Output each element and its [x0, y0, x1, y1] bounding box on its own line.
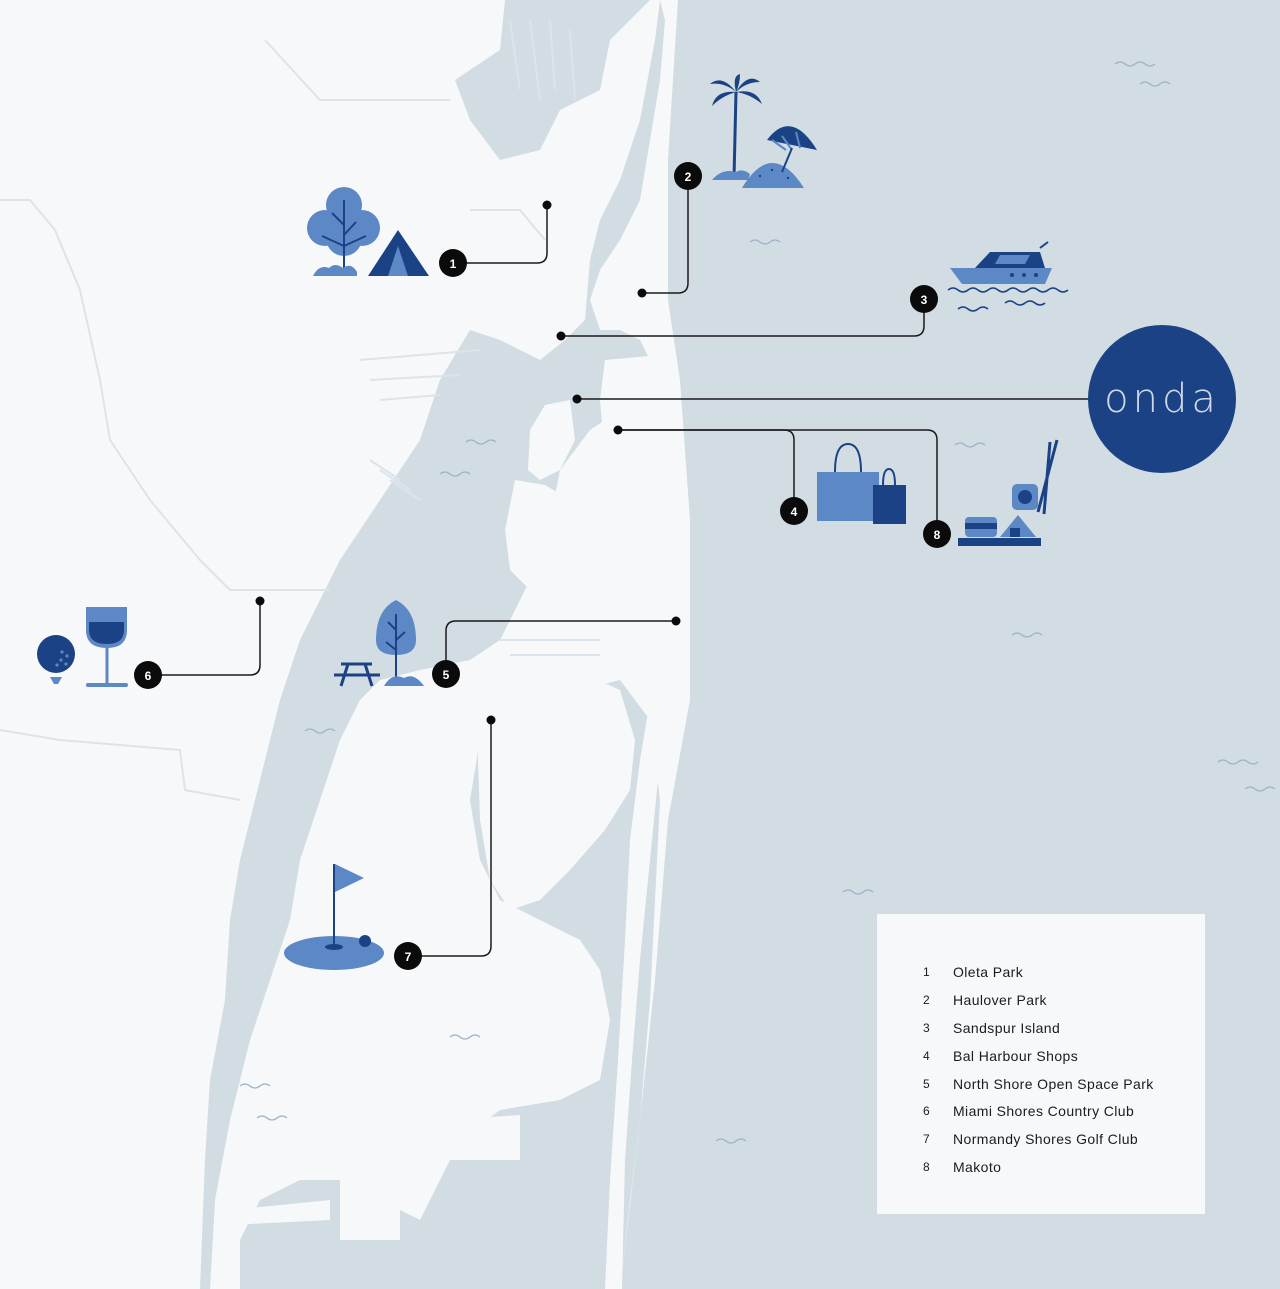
connector-1 [453, 205, 548, 264]
streets [0, 19, 600, 801]
legend-item[interactable]: 5 North Shore Open Space Park [923, 1070, 1205, 1098]
svg-text:2: 2 [685, 170, 692, 184]
svg-text:6: 6 [145, 669, 152, 683]
legend-number: 7 [923, 1132, 931, 1147]
bay-water [200, 0, 665, 1289]
connector-5 [445, 620, 676, 674]
marker-3[interactable]: 3 [910, 285, 938, 313]
legend-item[interactable]: 8 Makoto [923, 1153, 1205, 1181]
legend-number: 4 [923, 1048, 931, 1063]
svg-text:5: 5 [443, 668, 450, 682]
endpoint-dots [255, 200, 681, 725]
legend-number: 3 [923, 1020, 931, 1035]
svg-text:3: 3 [921, 293, 928, 307]
beach-umbrella-icon [742, 126, 817, 188]
svg-text:4: 4 [791, 505, 798, 519]
island-mid [505, 480, 580, 590]
legend-label: Miami Shores Country Club [953, 1103, 1135, 1120]
connector-7 [408, 720, 492, 957]
brand-logo: onda [1088, 325, 1236, 473]
marker-6[interactable]: 6 [134, 661, 162, 689]
tent-icon [368, 230, 429, 276]
legend-item[interactable]: 1 Oleta Park [923, 958, 1205, 986]
legend-number: 8 [923, 1160, 931, 1175]
palm-tree-icon [710, 74, 762, 180]
legend-number: 6 [923, 1104, 931, 1119]
connector-8 [618, 429, 938, 534]
legend-label: Makoto [953, 1159, 1002, 1176]
legend-label: North Shore Open Space Park [953, 1075, 1154, 1092]
marker-1[interactable]: 1 [439, 249, 467, 277]
shopping-bags-icon [817, 442, 906, 524]
connector-3 [561, 299, 925, 337]
legend-label: Oleta Park [953, 963, 1024, 980]
legend-item[interactable]: 2 Haulover Park [923, 986, 1205, 1014]
connector-6 [148, 601, 261, 676]
legend-label: Haulover Park [953, 991, 1047, 1008]
picnic-table-icon [334, 662, 380, 687]
brand-name: onda [1104, 376, 1220, 422]
svg-text:8: 8 [934, 528, 941, 542]
marker-4[interactable]: 4 [780, 497, 808, 525]
connector-lines [148, 176, 1088, 957]
tree-icon [307, 187, 380, 276]
legend-item[interactable]: 4 Bal Harbour Shops [923, 1042, 1205, 1070]
legend-item[interactable]: 7 Normandy Shores Golf Club [923, 1125, 1205, 1153]
marker-7[interactable]: 7 [394, 942, 422, 970]
legend-number: 1 [923, 964, 931, 979]
island-south [478, 672, 635, 910]
legend-item[interactable]: 3 Sandspur Island [923, 1014, 1205, 1042]
tree-icon-park [376, 600, 424, 686]
island-north [528, 400, 575, 480]
legend-number: 2 [923, 992, 931, 1007]
legend-item[interactable]: 6 Miami Shores Country Club [923, 1097, 1205, 1125]
marker-5[interactable]: 5 [432, 660, 460, 688]
legend-label: Normandy Shores Golf Club [953, 1131, 1139, 1148]
legend-label: Sandspur Island [953, 1019, 1061, 1036]
marker-8[interactable]: 8 [923, 520, 951, 548]
connector-2 [642, 176, 689, 294]
marker-2[interactable]: 2 [674, 162, 702, 190]
svg-text:1: 1 [450, 257, 457, 271]
svg-text:7: 7 [405, 950, 412, 964]
map-legend: 1 Oleta Park 2 Haulover Park 3 Sandspur … [877, 914, 1205, 1214]
sushi-icon [958, 439, 1059, 546]
legend-label: Bal Harbour Shops [953, 1047, 1079, 1064]
golf-ball-icon [37, 635, 75, 684]
boat-icon [947, 241, 1069, 312]
wine-glass-icon [86, 607, 128, 687]
legend-number: 5 [923, 1076, 931, 1091]
golf-flag-icon [284, 864, 384, 970]
water-ripples [239, 61, 1276, 1144]
barrier-island [600, 355, 680, 1289]
